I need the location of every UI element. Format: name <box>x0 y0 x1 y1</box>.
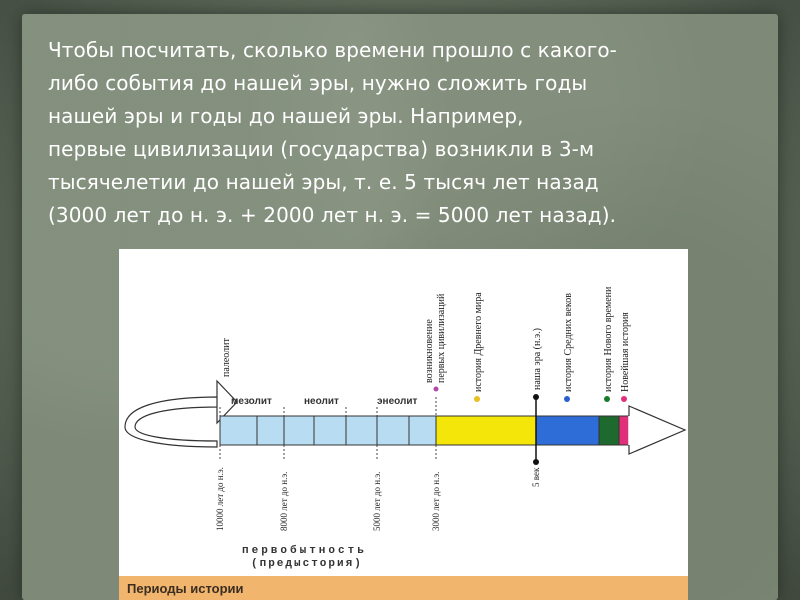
label-ancient: история Древнего мира <box>473 292 484 392</box>
date-5-vek: 5 век <box>531 467 541 487</box>
paragraph-line: (3000 лет до н. э. + 2000 лет н. э. = 50… <box>48 203 617 227</box>
label-paleolit: палеолит <box>221 337 232 377</box>
paleolit-arrow-head <box>216 379 238 425</box>
dot-ancient <box>474 396 480 402</box>
paragraph-line: либо события до нашей эры, нужно сложить… <box>48 71 588 95</box>
label-era: наша эра (н.э.) <box>532 328 543 390</box>
date-5000: 5000 лет до н.э. <box>372 472 382 531</box>
dot-middle <box>564 396 570 402</box>
date-8000: 8000 лет до н.э. <box>279 472 289 531</box>
paragraph-line: нашей эры и годы до нашей эры. Например, <box>48 104 524 128</box>
bar-middle <box>535 415 600 446</box>
dot-era-bottom <box>533 459 539 465</box>
label-mezolit: мезолит <box>231 396 272 407</box>
dot-era <box>533 394 539 400</box>
paragraph: Чтобы посчитать, сколько времени прошло … <box>48 34 768 232</box>
caption-title: Периоды истории <box>127 581 244 596</box>
bottom-dashes <box>219 445 437 461</box>
bar-newest <box>618 415 630 446</box>
paragraph-line: первые цивилизации (государства) возникл… <box>48 137 595 161</box>
label-neolit: неолит <box>304 396 339 407</box>
dot-new <box>604 396 610 402</box>
prehistory-line2: (предыстория) <box>251 558 363 570</box>
bar-prehistory <box>219 415 437 446</box>
bar-ancient <box>435 415 537 446</box>
label-first-civ-1: возникновение <box>424 319 435 383</box>
label-new: история Нового времени <box>603 286 614 392</box>
label-newest: Новейшая история <box>620 312 631 392</box>
timeline-svg: мезолит неолит энеолит палеолит возникно… <box>124 286 687 570</box>
caption-bar: Периоды истории <box>119 576 688 600</box>
paragraph-line: тысячелетии до нашей эры, т. е. 5 тысяч … <box>48 170 599 194</box>
prehistory-line1: первобытность <box>242 544 367 557</box>
date-10000: 10000 лет до н.э. <box>215 467 225 531</box>
paragraph-line: Чтобы посчитать, сколько времени прошло … <box>48 38 617 62</box>
bar-dividers <box>256 416 410 445</box>
paleolit-arrow <box>124 396 220 448</box>
label-first-civ-2: первых цивилизаций <box>436 293 447 383</box>
timeline-figure: мезолит неолит энеолит палеолит возникно… <box>119 249 688 600</box>
dot-newest <box>621 396 627 402</box>
dot-first-civ <box>433 386 439 392</box>
top-dashes <box>219 397 437 416</box>
date-3000: 3000 лет до н.э. <box>431 472 441 531</box>
label-middle: история Средних веков <box>563 293 574 392</box>
bar-new <box>598 415 620 446</box>
bar-arrow-head <box>628 405 687 455</box>
label-eneolit: энеолит <box>377 396 417 407</box>
